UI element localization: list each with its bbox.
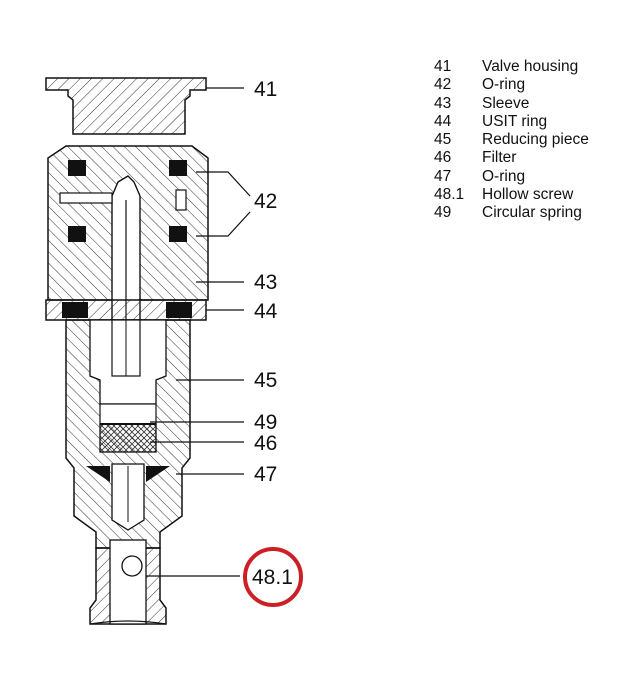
- legend-description: USIT ring: [482, 112, 548, 130]
- usit-ring: [45, 299, 207, 321]
- legend-row: 48.1 Hollow screw: [434, 186, 589, 204]
- legend-description: O-ring: [482, 167, 526, 185]
- legend-number: 45: [434, 131, 452, 149]
- callout-46: 46: [254, 432, 277, 455]
- callout-43: 43: [254, 271, 277, 294]
- legend-row: 49 Circular spring: [434, 204, 589, 222]
- callout-49: 49: [254, 411, 277, 434]
- legend-number: 42: [434, 76, 452, 94]
- legend-number: 49: [434, 204, 452, 222]
- callout-48-1: 48.1: [252, 566, 293, 589]
- legend-number: 47: [434, 167, 452, 185]
- legend-description: Sleeve: [482, 94, 530, 112]
- legend-description: Filter: [482, 149, 517, 167]
- legend-number: 48.1: [434, 186, 465, 204]
- legend-description: Circular spring: [482, 204, 582, 222]
- legend-number: 41: [434, 58, 452, 75]
- legend-row: 41 Valve housing: [434, 58, 589, 76]
- callout-44: 44: [254, 300, 278, 323]
- o-rings: [68, 160, 187, 242]
- valve-housing: [45, 77, 207, 135]
- highlight-circle: [243, 547, 303, 607]
- legend-description: O-ring: [482, 76, 526, 94]
- callout-47: 47: [254, 463, 277, 486]
- legend-row: 42 O-ring: [434, 76, 589, 94]
- legend-description: Hollow screw: [482, 186, 574, 204]
- filter: [99, 423, 157, 453]
- legend-number: 43: [434, 94, 452, 112]
- legend-number: 44: [434, 112, 452, 130]
- legend-row: 44 USIT ring: [434, 113, 589, 131]
- callout-41: 41: [254, 78, 277, 101]
- callout-42: 42: [254, 190, 277, 213]
- legend-description: Reducing piece: [482, 131, 589, 149]
- circular-spring: [99, 403, 157, 425]
- legend-row: 47 O-ring: [434, 168, 589, 186]
- hollow-screw: [89, 539, 167, 625]
- lower-o-ring: [86, 463, 170, 531]
- legend-number: 46: [434, 149, 452, 167]
- legend-description: Valve housing: [482, 58, 579, 75]
- legend-row: 46 Filter: [434, 149, 589, 167]
- callout-45: 45: [254, 369, 277, 392]
- legend-row: 45 Reducing piece: [434, 131, 589, 149]
- leader-lines: [146, 87, 251, 577]
- legend-row: 43 Sleeve: [434, 95, 589, 113]
